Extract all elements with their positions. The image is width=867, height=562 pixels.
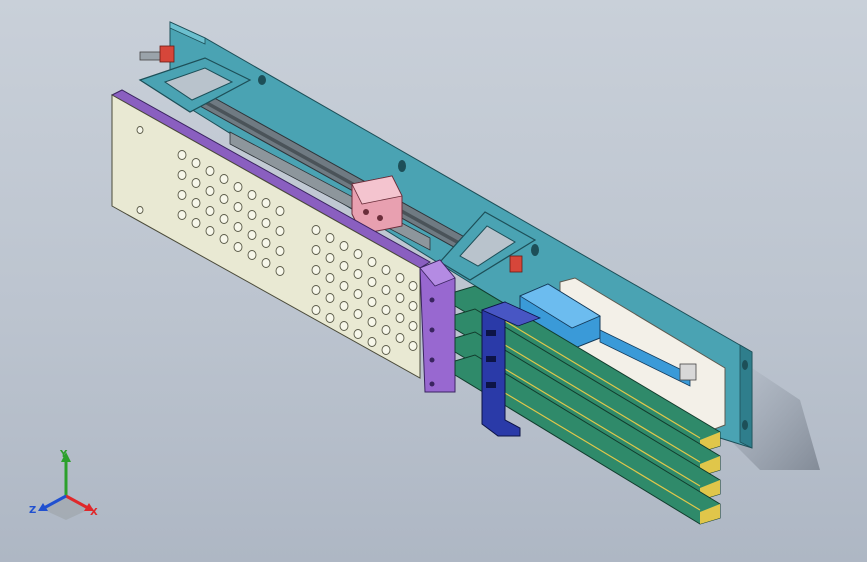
y-arrowhead-icon	[61, 452, 71, 462]
y-axis-label: Y	[60, 449, 68, 460]
x-arrowhead-icon	[84, 503, 94, 511]
z-arrowhead-icon	[38, 503, 48, 511]
rear-shaft	[139, 45, 175, 63]
pcb-stack	[454, 285, 721, 525]
x-axis-label: X	[90, 507, 98, 518]
blue-clamp	[480, 301, 542, 437]
end-block	[419, 259, 456, 393]
triangle-bracket-rear	[138, 57, 252, 113]
perforated-side-panel	[110, 89, 431, 379]
air-cylinder	[519, 283, 697, 387]
axis-triad[interactable]: Y X Z	[26, 448, 106, 528]
z-axis-arrow	[43, 494, 67, 510]
triangle-bracket-front	[439, 211, 537, 281]
triad-floor	[40, 496, 92, 520]
z-axis-label: Z	[29, 505, 37, 516]
x-axis-arrow	[65, 494, 89, 510]
triad-graphic	[38, 452, 94, 520]
slider-block	[351, 175, 403, 235]
panel-holes	[136, 126, 418, 355]
